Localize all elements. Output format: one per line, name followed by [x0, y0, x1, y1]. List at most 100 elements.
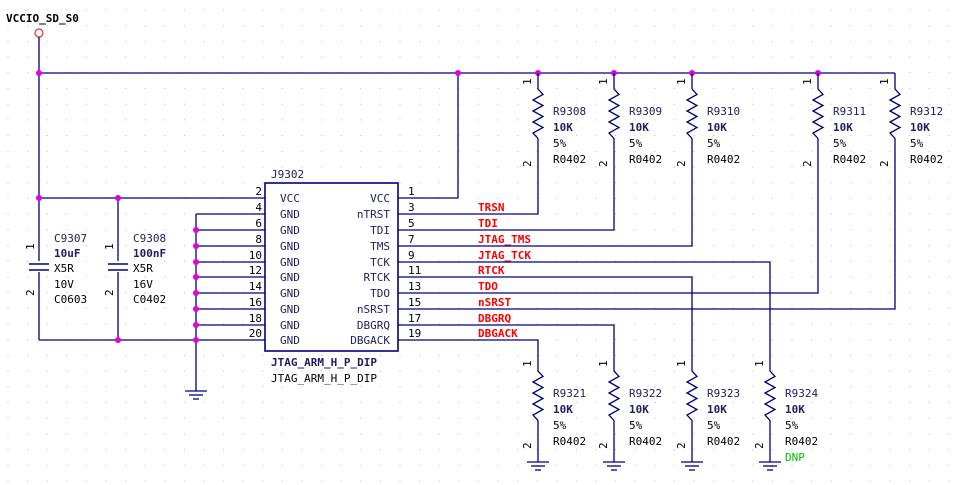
grid-dot	[811, 449, 813, 451]
grid-dot	[830, 276, 832, 278]
grid-dot	[438, 354, 440, 356]
grid-dot	[811, 276, 813, 278]
grid-dot	[7, 72, 9, 74]
grid-dot	[379, 480, 381, 482]
capacitor-value: 100nF	[133, 247, 166, 260]
grid-dot	[242, 166, 244, 168]
grid-dot	[791, 87, 793, 90]
grid-dot	[242, 150, 244, 152]
wire-trsn	[398, 172, 539, 215]
grid-dot	[752, 197, 754, 199]
grid-dot	[869, 260, 871, 262]
grid-dot	[340, 103, 342, 105]
grid-dot	[125, 229, 127, 231]
grid-dot	[7, 339, 9, 341]
grid-dot	[125, 401, 127, 404]
grid-dot	[536, 25, 538, 27]
grid-dot	[203, 119, 205, 121]
resistor-pin1-number: 1	[521, 360, 534, 367]
grid-dot	[144, 354, 146, 356]
grid-dot	[438, 40, 440, 42]
grid-dot	[27, 307, 29, 309]
grid-dot	[869, 386, 871, 388]
grid-dot	[125, 56, 127, 58]
grid-dot	[458, 370, 460, 372]
grid-dot	[869, 25, 871, 27]
grid-dot	[713, 25, 715, 27]
grid-dot	[66, 386, 68, 388]
grid-dot	[654, 40, 656, 42]
pin-name-left: GND	[280, 319, 300, 332]
grid-dot	[85, 182, 87, 184]
grid-dot	[262, 433, 264, 435]
grid-dot	[477, 480, 479, 482]
pin-number-right: 15	[408, 296, 421, 309]
grid-dot	[46, 103, 48, 105]
grid-dot	[869, 433, 871, 435]
grid-dot	[85, 40, 87, 42]
grid-dot	[66, 103, 68, 105]
grid-dot	[634, 370, 636, 372]
grid-dot	[909, 386, 911, 388]
grid-dot	[144, 9, 146, 11]
resistor-pin1-number: 1	[597, 78, 610, 85]
grid-dot	[125, 213, 127, 215]
grid-dot	[223, 40, 225, 42]
grid-dot	[595, 103, 597, 105]
grid-dot	[850, 87, 852, 90]
grid-dot	[830, 480, 832, 482]
junction	[193, 306, 199, 312]
grid-dot	[27, 135, 29, 137]
grid-dot	[536, 386, 538, 388]
capacitor-dielectric: X5R	[54, 262, 74, 275]
resistor-pin2-number: 2	[675, 442, 688, 449]
grid-dot	[713, 370, 715, 372]
grid-dot	[595, 182, 597, 184]
grid-dot	[830, 260, 832, 262]
grid-dot	[791, 40, 793, 42]
grid-dot	[144, 433, 146, 435]
grid-dot	[850, 323, 852, 325]
grid-dot	[673, 197, 675, 199]
grid-dot	[203, 103, 205, 105]
grid-dot	[27, 386, 29, 388]
grid-dot	[713, 354, 715, 356]
grid-dot	[889, 197, 891, 199]
grid-dot	[673, 354, 675, 356]
grid-dot	[144, 135, 146, 137]
grid-dot	[517, 449, 519, 451]
grid-dot	[948, 103, 950, 105]
grid-dot	[948, 9, 950, 11]
capacitors: 12C930710uFX5R10VC060312C9308100nFX5R16V…	[24, 232, 166, 306]
grid-dot	[105, 260, 107, 262]
grid-dot	[340, 119, 342, 121]
grid-dot	[125, 103, 127, 105]
grid-dot	[517, 166, 519, 168]
grid-dot	[164, 354, 166, 356]
grid-dot	[419, 323, 421, 325]
grid-dot	[203, 480, 205, 482]
grid-dot	[321, 386, 323, 388]
grid-dot	[438, 103, 440, 105]
grid-dot	[517, 182, 519, 184]
grid-dot	[771, 197, 773, 199]
grid-dot	[301, 370, 303, 372]
grid-dot	[399, 401, 401, 404]
resistor-symbol	[531, 73, 545, 172]
grid-dot	[517, 56, 519, 58]
grid-dot	[928, 229, 930, 231]
grid-dot	[732, 229, 734, 231]
grid-dot	[438, 166, 440, 168]
grid-dot	[144, 56, 146, 58]
grid-dot	[869, 370, 871, 372]
grid-dot	[419, 135, 421, 137]
capacitor-voltage: 16V	[133, 278, 153, 291]
grid-dot	[340, 87, 342, 90]
grid-dot	[654, 229, 656, 231]
grid-dot	[27, 197, 29, 199]
grid-dot	[301, 25, 303, 27]
resistor-pin2-number: 2	[597, 442, 610, 449]
grid-dot	[301, 103, 303, 105]
grid-dot	[889, 182, 891, 184]
